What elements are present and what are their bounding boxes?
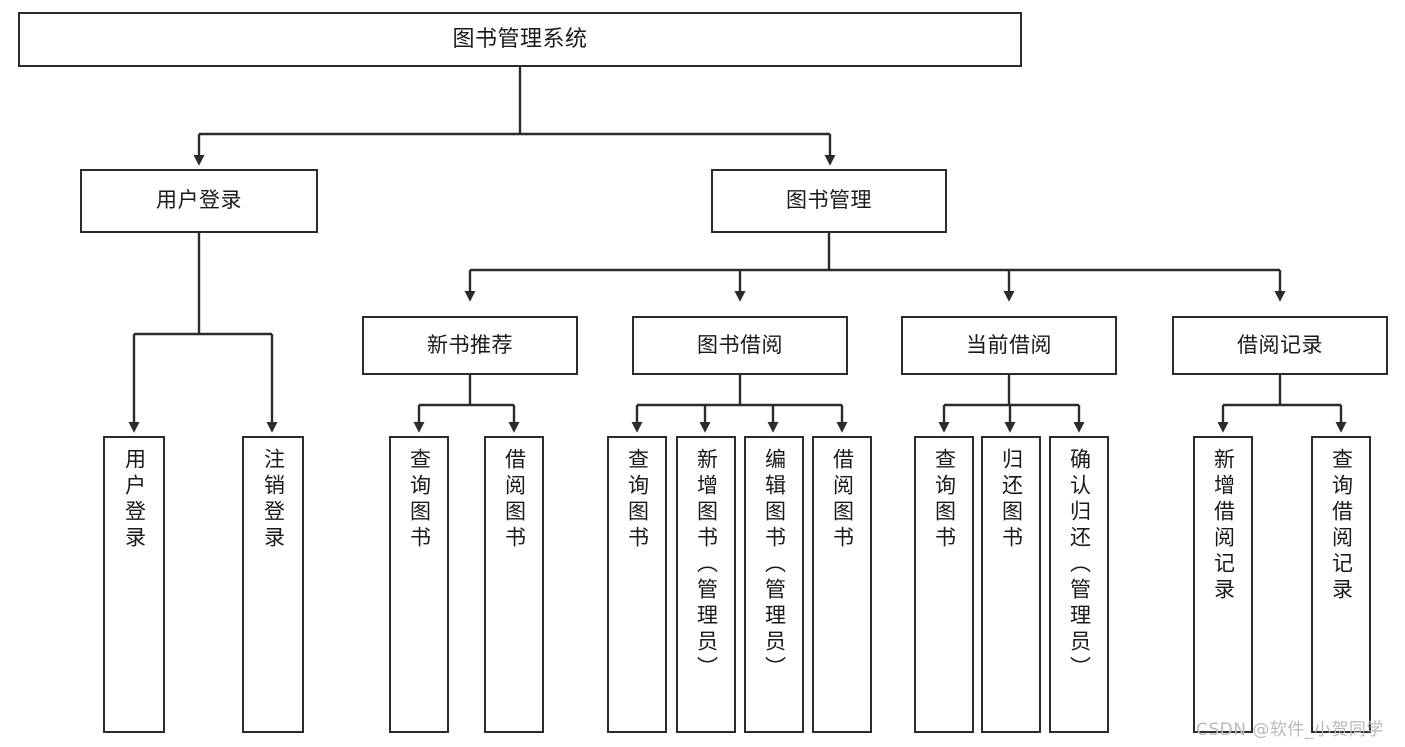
node-leaf-add-book-label: 新增图书（管理员）: [694, 448, 719, 682]
node-leaf-add-record-label: 新增借阅记录: [1211, 448, 1236, 604]
node-leaf-query-book-1-label: 查询图书: [407, 448, 432, 552]
node-user-login[interactable]: 用户登录: [80, 169, 318, 233]
node-leaf-query-book-3[interactable]: 查询图书: [914, 436, 974, 733]
node-leaf-query-record-label: 查询借阅记录: [1329, 448, 1354, 604]
node-leaf-return-book[interactable]: 归还图书: [981, 436, 1041, 733]
node-root[interactable]: 图书管理系统: [18, 12, 1022, 67]
node-leaf-query-book-1[interactable]: 查询图书: [389, 436, 449, 733]
node-leaf-edit-book[interactable]: 编辑图书（管理员）: [744, 436, 804, 733]
csdn-watermark: CSDN @软件_小贺同学: [1196, 720, 1384, 740]
node-leaf-add-book[interactable]: 新增图书（管理员）: [676, 436, 736, 733]
node-leaf-query-book-2-label: 查询图书: [625, 448, 650, 552]
node-leaf-user-logout-label: 注销登录: [261, 448, 286, 552]
node-leaf-query-record[interactable]: 查询借阅记录: [1311, 436, 1371, 733]
node-current-borrow[interactable]: 当前借阅: [901, 316, 1117, 375]
node-leaf-add-record[interactable]: 新增借阅记录: [1193, 436, 1253, 733]
node-leaf-query-book-3-label: 查询图书: [932, 448, 957, 552]
node-user-login-label: 用户登录: [156, 188, 242, 213]
node-leaf-confirm-return[interactable]: 确认归还（管理员）: [1049, 436, 1109, 733]
node-new-book-recommend-label: 新书推荐: [427, 332, 513, 357]
node-leaf-confirm-return-label: 确认归还（管理员）: [1067, 448, 1092, 682]
node-borrow-record[interactable]: 借阅记录: [1172, 316, 1388, 375]
node-book-borrow[interactable]: 图书借阅: [632, 316, 848, 375]
node-root-label: 图书管理系统: [452, 26, 588, 52]
node-book-manage-label: 图书管理: [786, 188, 872, 213]
node-leaf-borrow-book-1[interactable]: 借阅图书: [484, 436, 544, 733]
node-leaf-return-book-label: 归还图书: [999, 448, 1024, 552]
node-leaf-edit-book-label: 编辑图书（管理员）: [762, 448, 787, 682]
node-leaf-query-book-2[interactable]: 查询图书: [607, 436, 667, 733]
node-new-book-recommend[interactable]: 新书推荐: [362, 316, 578, 375]
node-current-borrow-label: 当前借阅: [966, 332, 1052, 357]
node-book-borrow-label: 图书借阅: [697, 332, 783, 357]
node-leaf-user-logout[interactable]: 注销登录: [242, 436, 304, 733]
node-leaf-borrow-book-2-label: 借阅图书: [830, 448, 855, 552]
node-leaf-user-login[interactable]: 用户登录: [103, 436, 165, 733]
node-leaf-borrow-book-1-label: 借阅图书: [502, 448, 527, 552]
node-leaf-user-login-label: 用户登录: [122, 448, 147, 552]
node-leaf-borrow-book-2[interactable]: 借阅图书: [812, 436, 872, 733]
node-borrow-record-label: 借阅记录: [1237, 332, 1323, 357]
node-book-manage[interactable]: 图书管理: [711, 169, 947, 233]
